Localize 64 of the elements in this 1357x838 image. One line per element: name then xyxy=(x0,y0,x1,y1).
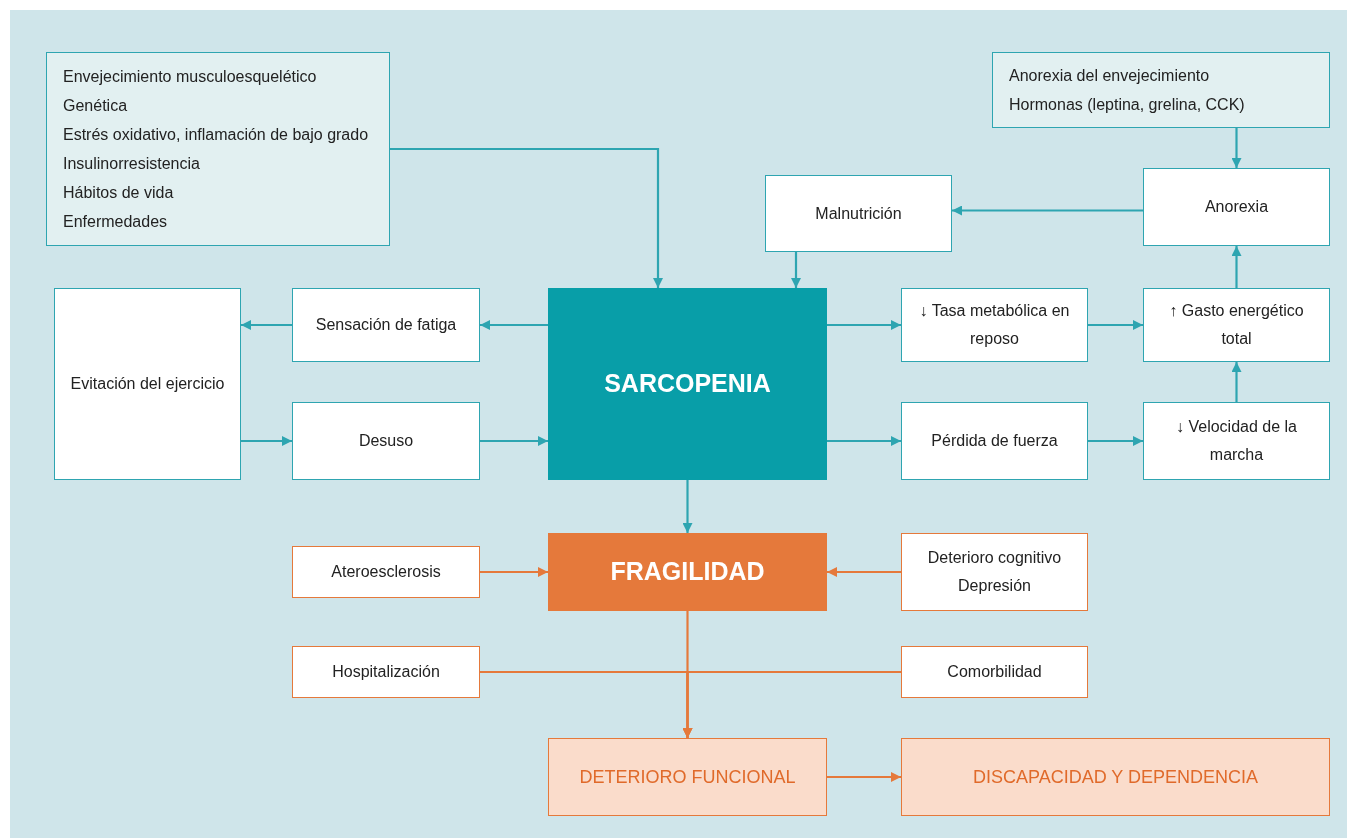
box-text: Pérdida de fuerza xyxy=(931,431,1058,451)
box-text: Estrés oxidativo, inflamación de bajo grado xyxy=(63,125,369,145)
box-text: SARCOPENIA xyxy=(604,368,771,400)
arrow xyxy=(682,480,693,533)
box-text: Insulinorresistencia xyxy=(63,154,200,174)
arrow xyxy=(480,436,548,446)
arrow xyxy=(480,567,548,577)
box-text: ↓ Tasa metabólica en reposo xyxy=(918,301,1071,349)
process-box xyxy=(1143,288,1330,362)
process-box xyxy=(1143,168,1330,246)
box-text: Enfermedades xyxy=(63,212,168,232)
box-text: Envejecimiento musculoesquelético xyxy=(63,67,317,87)
box-text: Hospitalización xyxy=(332,662,440,682)
box-text: Ateroesclerosis xyxy=(331,562,441,582)
box-text: FRAGILIDAD xyxy=(610,556,765,588)
arrow xyxy=(1088,320,1143,330)
arrow xyxy=(827,567,901,577)
process-box xyxy=(54,288,241,480)
box-text: Hábitos de vida xyxy=(63,183,174,203)
box-text: DISCAPACIDAD Y DEPENDENCIA xyxy=(972,765,1259,789)
box-text: Hormonas (leptina, grelina, CCK) xyxy=(1009,95,1245,115)
factor-box xyxy=(292,546,480,598)
arrow xyxy=(827,436,901,446)
box-text: Desuso xyxy=(358,431,414,451)
arrow xyxy=(952,205,1143,216)
box-text: Anorexia del envejecimiento xyxy=(1009,66,1210,86)
box-text: Sensación de fatiga xyxy=(315,315,457,335)
factor-box xyxy=(292,646,480,698)
box-text: ↓ Velocidad de la marcha xyxy=(1175,417,1298,465)
box-text: Evitación del ejercicio xyxy=(70,374,225,394)
factor-box xyxy=(901,533,1088,611)
process-box xyxy=(292,402,480,480)
factor-box xyxy=(992,52,1330,128)
arrow xyxy=(241,436,292,446)
factor-box xyxy=(901,646,1088,698)
arrow xyxy=(1088,436,1143,446)
central-box xyxy=(548,288,827,480)
box-text: Genética xyxy=(63,96,128,116)
arrow xyxy=(1231,362,1242,402)
arrow xyxy=(682,670,901,738)
process-box xyxy=(292,288,480,362)
arrow xyxy=(827,320,901,330)
box-text: Comorbilidad xyxy=(947,662,1042,682)
box-text: ↑ Gasto energético total xyxy=(1168,301,1305,349)
arrow xyxy=(791,252,801,288)
outcome-box xyxy=(548,738,827,816)
arrow xyxy=(1231,128,1242,168)
arrow xyxy=(1231,246,1242,288)
arrow xyxy=(241,320,292,330)
process-box xyxy=(1143,402,1330,480)
central-box xyxy=(548,533,827,611)
process-box xyxy=(901,288,1088,362)
process-box xyxy=(901,402,1088,480)
box-text: Deterioro cognitivo xyxy=(927,548,1062,568)
box-text: Malnutrición xyxy=(815,203,902,224)
box-text: Anorexia xyxy=(1204,197,1269,217)
arrow xyxy=(390,147,663,288)
box-text: DETERIORO FUNCIONAL xyxy=(579,765,796,789)
factor-box xyxy=(46,52,390,246)
arrow xyxy=(480,320,548,330)
arrow xyxy=(827,772,901,782)
outcome-box xyxy=(901,738,1330,816)
box-text: Depresión xyxy=(958,576,1031,596)
process-box xyxy=(765,175,952,252)
